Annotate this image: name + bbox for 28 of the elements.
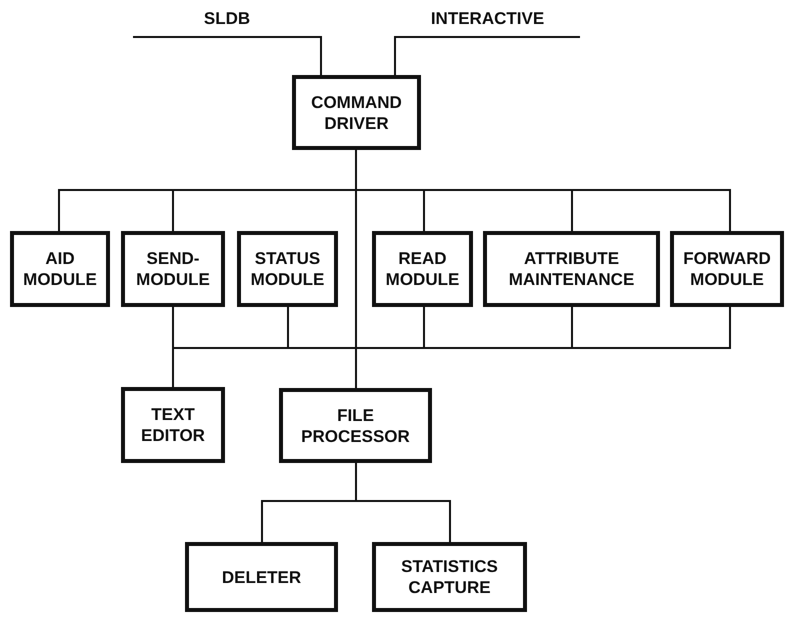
- module-box: [670, 231, 784, 307]
- module-label: READ MODULE: [384, 248, 460, 290]
- module-box: [121, 387, 225, 463]
- module-box: [121, 231, 225, 307]
- connector-line: [355, 463, 451, 542]
- module-label: DELETER: [222, 566, 302, 588]
- module-box: [279, 388, 432, 463]
- connector-line: [355, 150, 357, 388]
- connector-line: [133, 36, 322, 75]
- module-label: FILE PROCESSOR: [300, 404, 411, 446]
- module-label: TEXT EDITOR: [140, 404, 206, 446]
- module-label: FORWARD MODULE: [682, 248, 772, 290]
- module-label: STATISTICS CAPTURE: [400, 556, 499, 598]
- module-box: [10, 231, 110, 307]
- input-label: SLDB: [204, 8, 250, 29]
- module-label: SEND- MODULE: [135, 248, 211, 290]
- module-box: [185, 542, 338, 612]
- module-box: [483, 231, 660, 307]
- module-box: [372, 542, 527, 612]
- module-label: AID MODULE: [22, 248, 98, 290]
- module-box: [237, 231, 338, 307]
- module-label: ATTRIBUTE MAINTENANCE: [508, 248, 636, 290]
- module-label: COMMAND DRIVER: [310, 92, 403, 134]
- module-box: [372, 231, 473, 307]
- input-label: INTERACTIVE: [430, 8, 544, 29]
- module-label: STATUS MODULE: [250, 248, 326, 290]
- module-box: [292, 75, 421, 150]
- connector-line: [394, 36, 580, 75]
